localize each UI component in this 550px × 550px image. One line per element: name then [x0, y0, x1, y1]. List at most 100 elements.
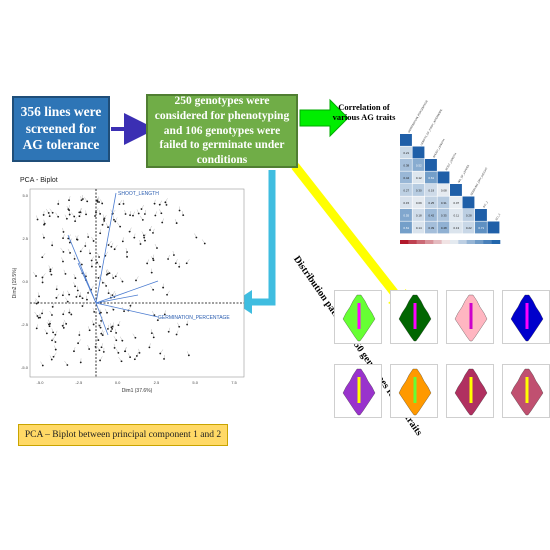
biplot-leader: [113, 343, 115, 348]
violin-box: [469, 303, 473, 329]
biplot-point: [67, 237, 70, 240]
biplot-point: [85, 213, 87, 216]
biplot-leader: [68, 234, 71, 239]
biplot-point: [35, 275, 37, 277]
biplot-leader: [91, 256, 94, 261]
heatmap-cell: [450, 209, 462, 221]
biplot-point: [113, 346, 116, 349]
biplot-x-tick: 7.5: [231, 380, 237, 385]
biplot-point: [166, 293, 168, 296]
biplot-leader: [115, 272, 118, 277]
biplot-x-tick: -2.5: [75, 380, 83, 385]
biplot-leader: [127, 353, 131, 358]
biplot-leader: [165, 198, 168, 203]
biplot-point: [66, 300, 69, 303]
biplot-leader: [97, 323, 101, 328]
biplot-leader: [77, 339, 82, 344]
heatmap-value: 0.21: [403, 151, 409, 155]
distribution-panel: [446, 290, 494, 344]
heatmap-value: 0.71: [478, 226, 484, 230]
biplot-leader: [64, 214, 67, 219]
biplot-point: [100, 319, 103, 322]
biplot-point: [88, 329, 91, 332]
biplot-leader: [68, 196, 71, 201]
heatmap-legend-swatch: [416, 240, 426, 244]
heatmap-cell: [487, 221, 500, 234]
biplot-y-tick: 5.0: [22, 193, 28, 198]
biplot-leader: [43, 210, 45, 215]
biplot-leader: [152, 311, 155, 316]
biplot-leader: [66, 206, 70, 211]
biplot-leader: [51, 328, 54, 333]
heatmap-trait-label: SEEDLING_DRY_WEIGHT: [469, 166, 489, 196]
biplot-leader: [104, 281, 107, 286]
violin-plot: [398, 368, 432, 416]
biplot-leader: [95, 342, 97, 347]
biplot-leader: [40, 361, 43, 366]
biplot-leader: [55, 330, 58, 335]
correlation-heatmap: GERMINATION_PERCENTAGELENGTH_OF_FIRST_IN…: [400, 99, 501, 244]
heatmap-cell: [475, 209, 487, 221]
biplot-leader: [154, 243, 158, 249]
biplot-leader: [177, 322, 180, 327]
biplot-leader: [80, 208, 82, 213]
biplot-point: [73, 350, 75, 353]
biplot-leader: [42, 273, 46, 278]
heatmap-cell: [412, 146, 425, 159]
biplot-leader: [69, 310, 72, 315]
biplot-point: [135, 355, 138, 357]
heatmap-cell: [412, 159, 425, 171]
biplot-leader: [162, 218, 164, 223]
biplot-leader: [76, 292, 79, 297]
heatmap-cell: [425, 171, 437, 184]
heatmap-value: 0.13: [453, 226, 459, 230]
heatmap-cell: [437, 171, 450, 184]
biplot-point: [54, 333, 57, 336]
heatmap-cell: [425, 209, 437, 221]
heatmap-value: 0.55: [403, 213, 409, 217]
heatmap-value: 0.35: [441, 213, 447, 217]
biplot-point: [52, 355, 55, 358]
heatmap-cell: [412, 184, 425, 196]
biplot-leader: [186, 259, 190, 264]
biplot-leader: [150, 285, 154, 290]
biplot-leader: [194, 233, 197, 238]
biplot-point: [152, 257, 154, 260]
heatmap-cell: [400, 221, 412, 234]
biplot-leader: [165, 200, 167, 205]
biplot-leader: [144, 210, 146, 215]
biplot-point: [49, 268, 52, 271]
biplot-leader: [80, 196, 82, 201]
biplot-leader: [157, 316, 161, 321]
violin-plot: [454, 368, 488, 416]
biplot-point: [96, 199, 99, 202]
biplot-leader: [120, 336, 123, 341]
biplot-frame: [29, 188, 245, 378]
biplot-leader: [159, 200, 162, 205]
biplot-xlabel: Dim1 (37.6%): [122, 388, 153, 394]
biplot-point: [50, 273, 53, 276]
biplot-leader: [51, 336, 56, 341]
biplot-point: [42, 214, 45, 216]
heatmap-cell: [425, 196, 437, 209]
biplot-leader: [90, 285, 94, 290]
biplot-leader: [94, 258, 98, 263]
biplot-leader: [89, 249, 91, 254]
heatmap-cell: [425, 221, 437, 234]
biplot-leader: [202, 239, 205, 244]
biplot-leader: [95, 208, 99, 213]
heatmap-value: 0.22: [466, 226, 472, 230]
biplot-leader: [176, 330, 179, 335]
biplot-point: [87, 236, 90, 238]
biplot-leader: [41, 309, 44, 314]
biplot-leader: [61, 257, 64, 262]
biplot-point: [99, 265, 101, 268]
biplot-point: [96, 200, 99, 203]
heatmap-trait-label: GERMINATION_PERCENTAGE: [407, 99, 429, 133]
biplot-leader: [62, 321, 64, 326]
heatmap-legend-swatch: [433, 240, 442, 244]
biplot-point: [153, 314, 156, 317]
biplot-point: [101, 202, 104, 205]
heatmap-trait-label: SHOOT_LENGTH: [432, 138, 446, 158]
biplot-leader: [62, 227, 64, 232]
